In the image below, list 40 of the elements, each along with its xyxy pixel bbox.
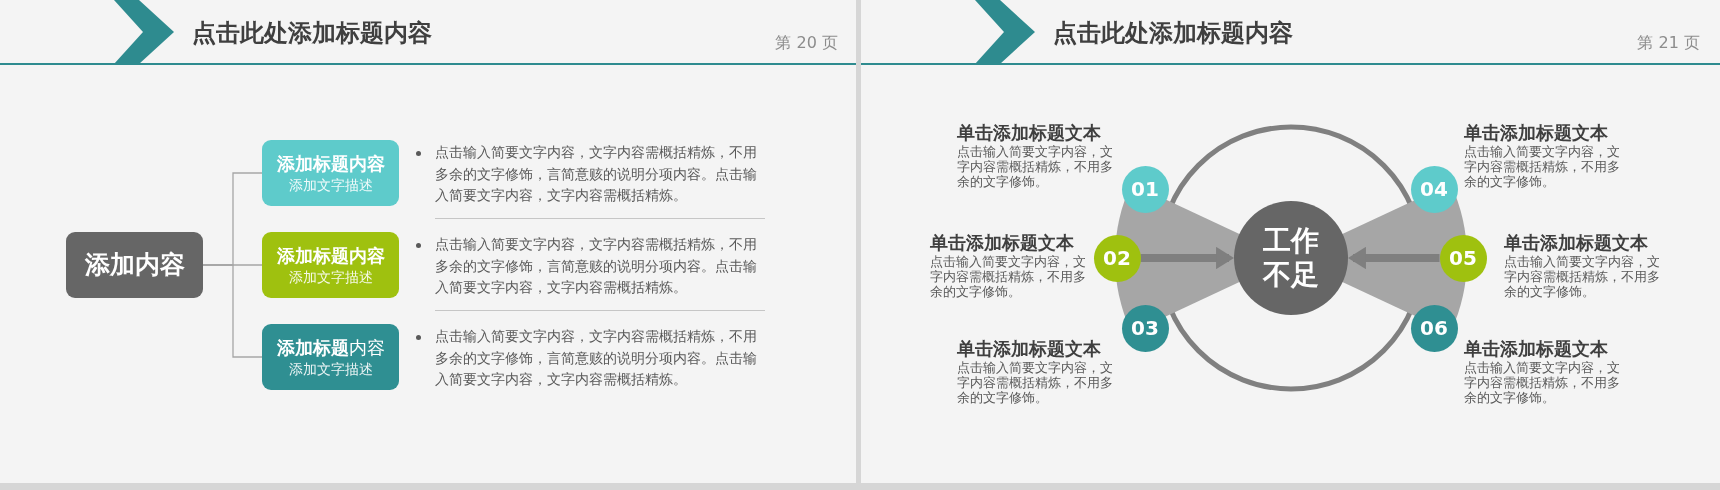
description-paragraph: 点击输入简要文字内容，文字内容需概括精炼，不用多余的文字修饰，言简意赅的说明分项内容。点击输入简要文字内容，文字内容需概括精炼。: [435, 235, 758, 297]
step-number: 06: [1420, 316, 1448, 340]
box-heading: 添加标题内容: [276, 245, 385, 267]
step-number: 01: [1131, 177, 1159, 201]
arrow: [1348, 246, 1440, 270]
topic-box: [66, 232, 203, 298]
center-label: 工作不足: [1262, 224, 1320, 292]
step-number: 05: [1449, 246, 1477, 270]
slide-title: 点击此处添加标题内容: [192, 18, 432, 48]
box-subtitle: 添加文字描述: [288, 177, 373, 193]
step-description: 点击输入简要文字内容，文字内容需概括精炼，不用多余的文字修饰。: [1464, 360, 1621, 405]
box-heading: 添加标题内容: [276, 337, 385, 359]
box-subtitle: 添加文字描述: [288, 361, 373, 377]
slide-title: 点击此处添加标题内容: [1053, 18, 1293, 48]
step-description: 点击输入简要文字内容，文字内容需概括精炼，不用多余的文字修饰。: [930, 254, 1087, 299]
box-subtitle: 添加文字描述: [288, 269, 373, 285]
step-heading: 单击添加标题文本: [1464, 122, 1608, 144]
page-number: 第 20 页: [775, 32, 838, 54]
step-number: 04: [1420, 177, 1448, 201]
connector-line: [202, 264, 263, 358]
box-heading: 添加标题内容: [276, 153, 385, 175]
subtopic-box: [262, 140, 399, 206]
topic-label: 添加内容: [84, 250, 185, 280]
step-number: 02: [1103, 246, 1131, 270]
step-description: 点击输入简要文字内容，文字内容需概括精炼，不用多余的文字修饰。: [957, 144, 1114, 189]
step-heading: 单击添加标题文本: [1464, 338, 1608, 360]
step-heading: 单击添加标题文本: [1504, 232, 1648, 254]
step-description: 点击输入简要文字内容，文字内容需概括精炼，不用多余的文字修饰。: [957, 360, 1114, 405]
arrow: [1140, 246, 1234, 270]
step-heading: 单击添加标题文本: [957, 338, 1101, 360]
page-number: 第 21 页: [1637, 32, 1700, 54]
subtopic-box: [262, 232, 399, 298]
step-heading: 单击添加标题文本: [957, 122, 1101, 144]
description-paragraph: 点击输入简要文字内容，文字内容需概括精炼，不用多余的文字修饰，言简意赅的说明分项内容。点击输入简要文字内容，文字内容需概括精炼。: [435, 143, 758, 205]
step-description: 点击输入简要文字内容，文字内容需概括精炼，不用多余的文字修饰。: [1464, 144, 1621, 189]
description-paragraph: 点击输入简要文字内容，文字内容需概括精炼，不用多余的文字修饰，言简意赅的说明分项内容。点击输入简要文字内容，文字内容需概括精炼。: [435, 327, 758, 389]
step-description: 点击输入简要文字内容，文字内容需概括精炼，不用多余的文字修饰。: [1504, 254, 1661, 299]
step-heading: 单击添加标题文本: [930, 232, 1074, 254]
subtopic-box: [262, 324, 399, 390]
step-number: 03: [1131, 316, 1159, 340]
